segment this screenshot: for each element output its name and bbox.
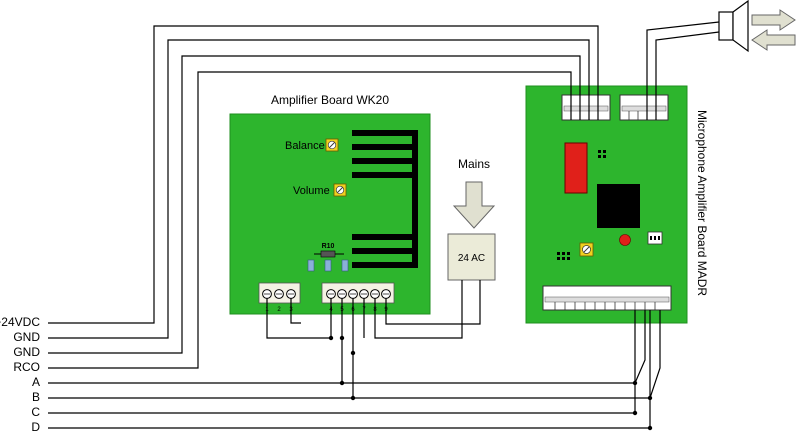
- signal-label-b: B: [32, 390, 40, 404]
- led-indicator: [619, 234, 631, 246]
- balance-label: Balance: [285, 140, 325, 152]
- balance-potentiometer-icon[interactable]: [325, 138, 339, 152]
- jumper-header-bottom: [557, 252, 570, 260]
- madr-connector-right: [619, 94, 669, 121]
- jumper-header-top: [598, 150, 606, 158]
- mains-label: Mains: [458, 157, 490, 171]
- transformer-label: 24 AC: [458, 253, 485, 264]
- capacitor-icons: [307, 259, 349, 272]
- wk20-terminal-block-right: [321, 282, 395, 304]
- signal-labels: +24VDC GND GND RCO A B C D: [0, 315, 40, 434]
- resistor-r10-icon: [314, 250, 344, 258]
- ic-chip: [597, 184, 640, 228]
- wk20-heatsink: [352, 130, 418, 268]
- wire-junctions: [328, 335, 653, 431]
- wk20-title: Amplifier Board WK20: [271, 93, 389, 107]
- wire-wk20-term3: [290, 298, 301, 324]
- wire-24vdc: [48, 25, 599, 324]
- volume-potentiometer-icon[interactable]: [333, 183, 347, 197]
- microphone-amplifier-board-madr: Microphone Amplifier Board MADR: [525, 85, 709, 324]
- arrow-left-icon: [751, 29, 796, 51]
- wire-speaker-1: [646, 21, 720, 120]
- wires: [48, 21, 720, 429]
- signal-label-c: C: [31, 405, 40, 419]
- arrow-down-icon: [452, 181, 496, 229]
- signal-label-24vdc: +24VDC: [0, 315, 40, 329]
- wire-wk20-loop: [266, 298, 332, 339]
- wire-madr-d: [649, 310, 661, 399]
- terminal-number-2: 2: [277, 307, 281, 313]
- madr-bottom-terminal-strip: [542, 285, 672, 311]
- wire-gnd-1: [48, 39, 590, 339]
- amplifier-board-wk20: Amplifier Board WK20 Balance Volume R10: [229, 93, 431, 315]
- wire-madr-c: [634, 310, 646, 384]
- arrow-right-icon: [751, 9, 796, 31]
- signal-label-d: D: [31, 420, 40, 434]
- wire-rco: [48, 71, 572, 369]
- signal-label-a: A: [32, 375, 40, 389]
- signal-label-gnd-1: GND: [13, 330, 40, 344]
- transformer-box: [447, 233, 496, 281]
- mains-supply: Mains 24 AC: [447, 157, 496, 281]
- speaker-icon: [718, 0, 749, 53]
- wire-transformer-1: [374, 280, 463, 339]
- madr-title: Microphone Amplifier Board MADR: [695, 110, 709, 296]
- madr-connector-left: [561, 94, 611, 121]
- resistor-r10-label: R10: [322, 243, 335, 250]
- wire-speaker-2: [655, 31, 720, 120]
- signal-label-rco: RCO: [13, 360, 40, 374]
- volume-label: Volume: [293, 185, 330, 197]
- madr-potentiometer-icon[interactable]: [579, 242, 594, 257]
- wire-transformer-2: [385, 280, 481, 325]
- relay-component: [564, 142, 588, 194]
- wk20-terminal-block-left: [258, 282, 301, 304]
- signal-label-gnd-2: GND: [13, 345, 40, 359]
- wire-gnd-2: [48, 55, 581, 354]
- small-header-right: [647, 231, 663, 245]
